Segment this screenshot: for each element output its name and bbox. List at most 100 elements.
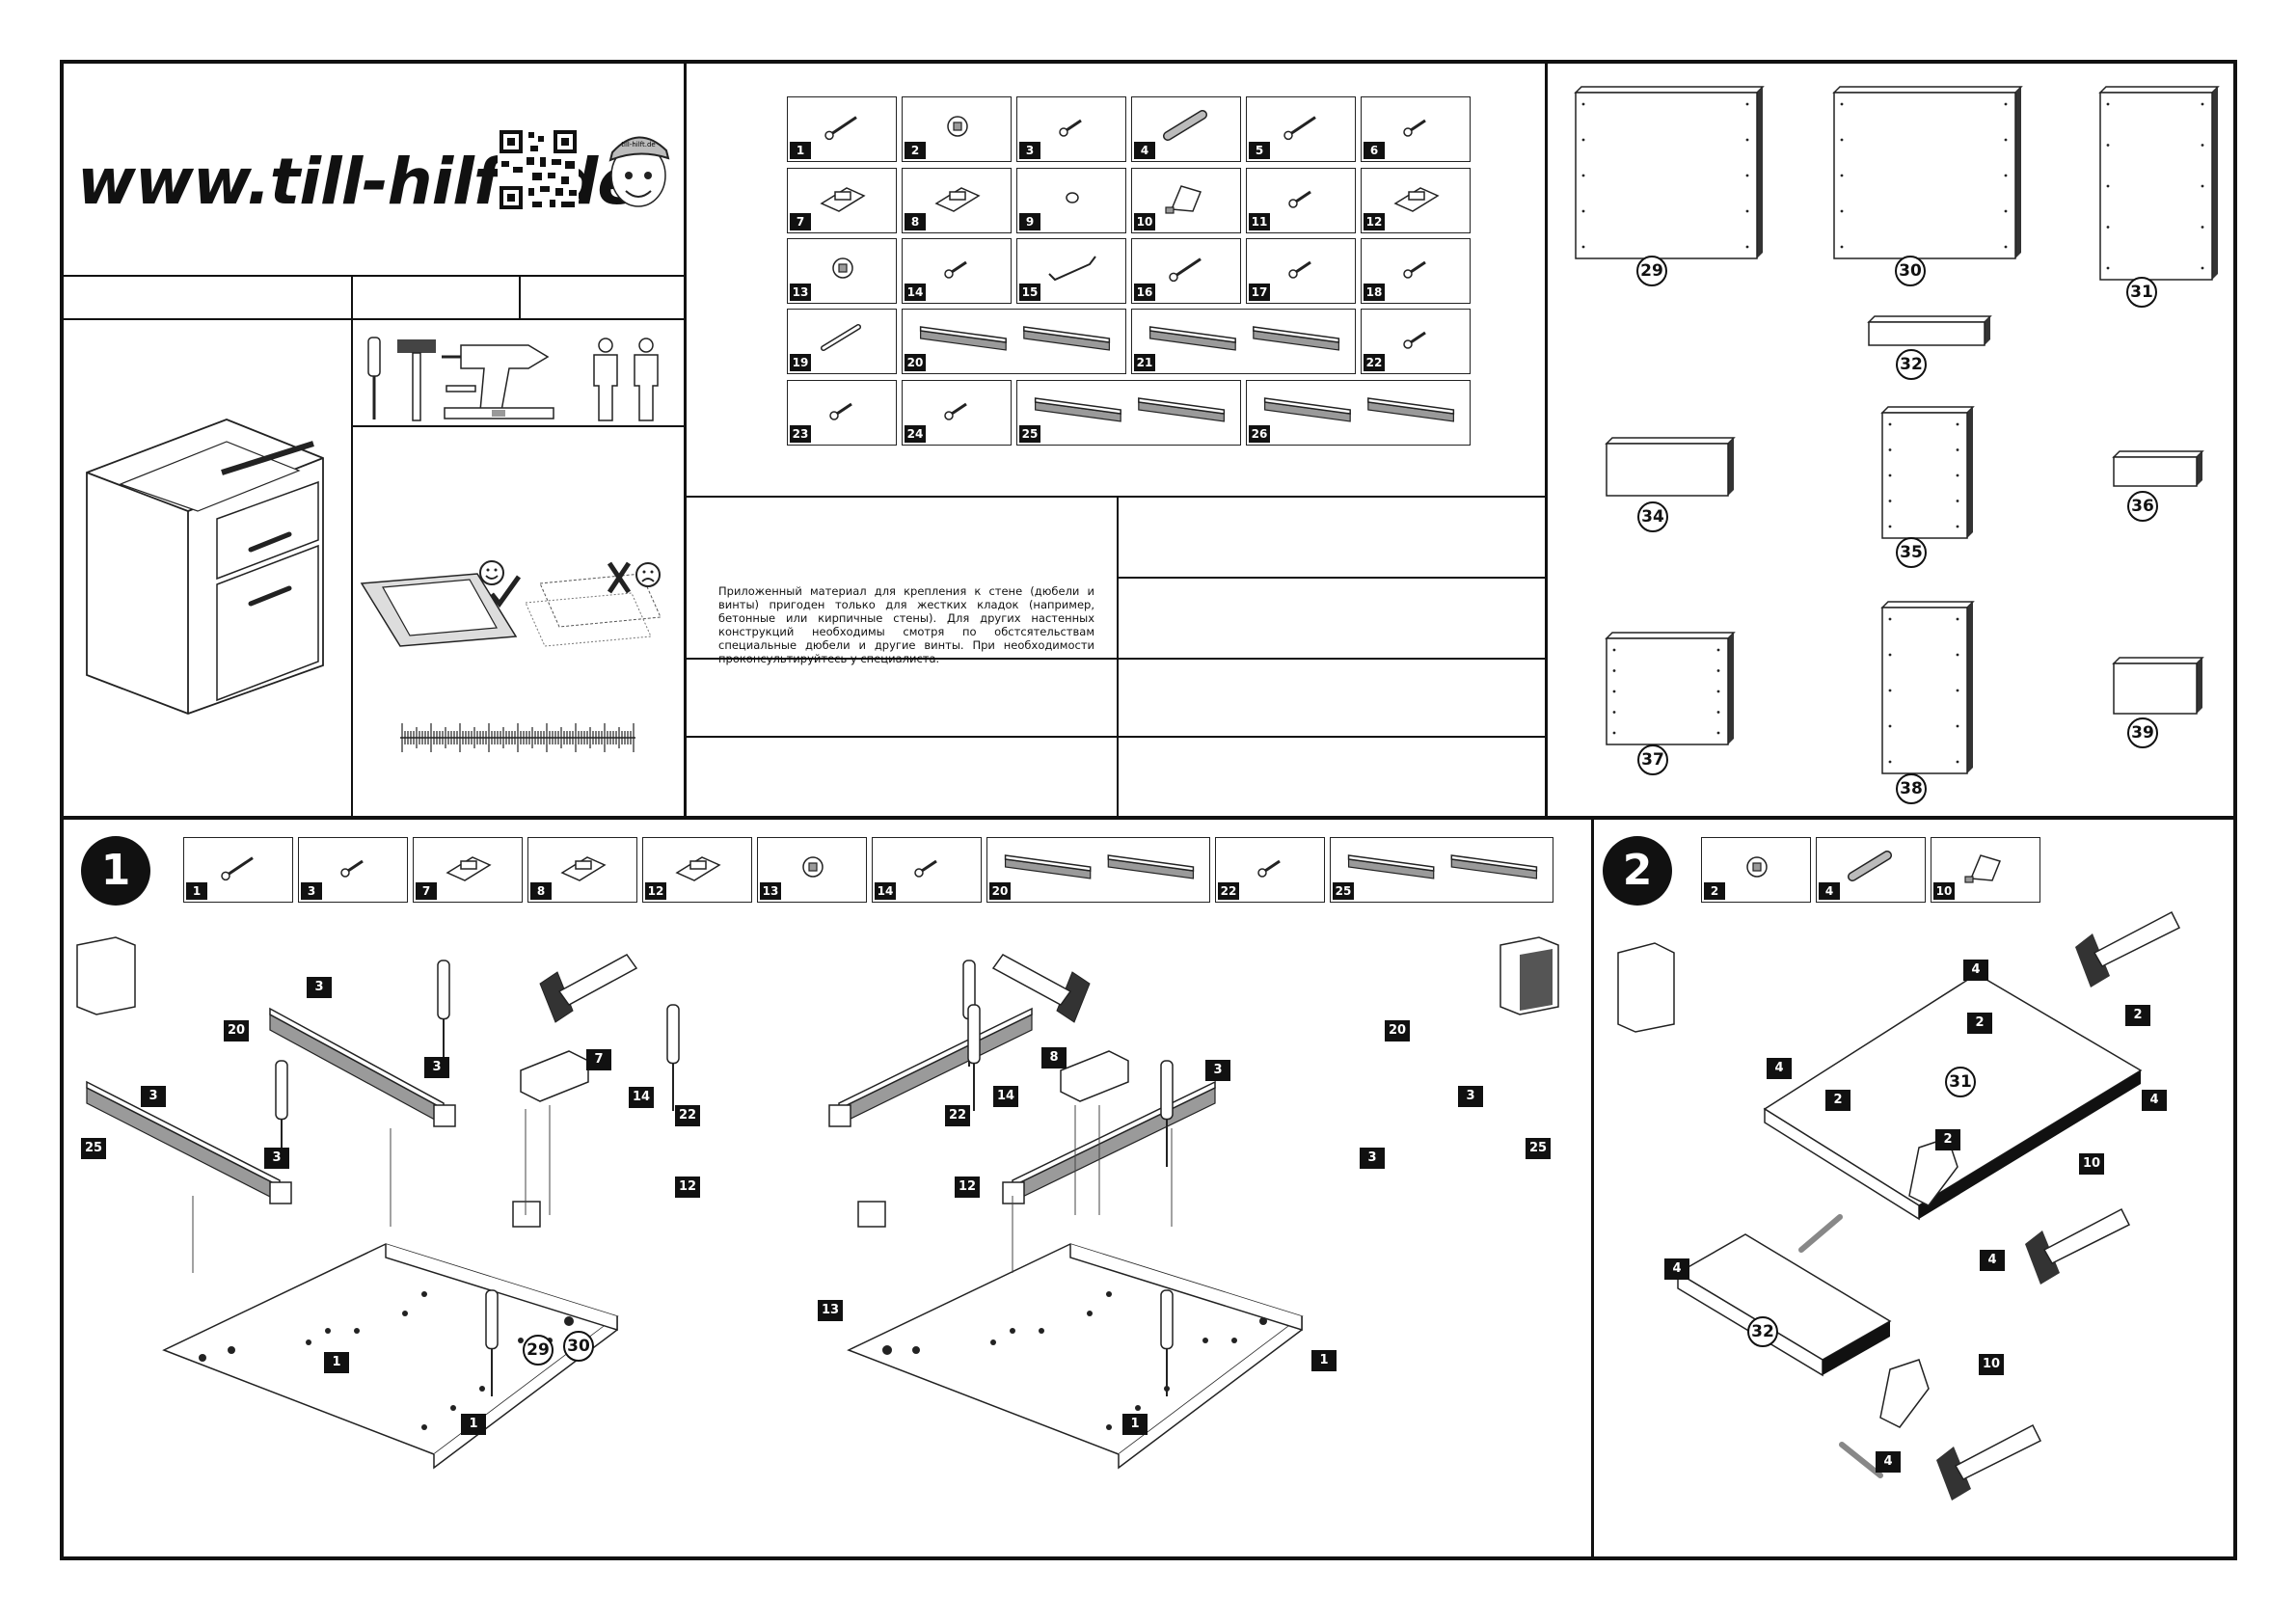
part-number-badge: 24	[905, 425, 926, 443]
drawer-rail-icon	[1034, 397, 1226, 422]
callout-13: 13	[818, 1300, 843, 1321]
step-1-part-20: 20	[986, 837, 1210, 903]
hardware-part-11: 11	[1246, 168, 1356, 233]
hardware-part-2: 2	[902, 96, 1012, 162]
hardware-part-5: 5	[1246, 96, 1356, 162]
screw-icon	[829, 402, 852, 420]
screw-icon	[1403, 331, 1426, 349]
hammer-icon	[397, 339, 436, 421]
callout-10: 10	[1979, 1354, 2004, 1375]
glue-tube-icon	[1165, 185, 1202, 214]
part-number-badge: 2	[1704, 882, 1725, 900]
qr-code-icon	[498, 128, 579, 211]
part-number-badge: 19	[790, 354, 811, 371]
part-number-badge: 13	[760, 882, 781, 900]
callout-3: 3	[424, 1057, 449, 1078]
rod-icon	[821, 324, 861, 351]
panel-number-35: 35	[1896, 537, 1927, 568]
callout-12: 12	[955, 1177, 980, 1198]
anchor-bolt-icon	[221, 856, 254, 881]
panel-32-shape	[1867, 315, 1992, 346]
step-1-part-7: 7	[413, 837, 523, 903]
drawer-rail-icon	[1148, 326, 1340, 351]
part-number-badge: 18	[1364, 284, 1385, 301]
part-number-badge: 7	[416, 882, 437, 900]
wooden-dowel-icon	[1848, 851, 1892, 881]
panel-35-shape	[1880, 406, 1975, 539]
callout-22: 22	[675, 1105, 700, 1126]
callout-4: 4	[1767, 1058, 1792, 1079]
step-1-part-22: 22	[1215, 837, 1325, 903]
angle-bracket-icon	[1393, 187, 1440, 212]
panel-38-shape	[1880, 601, 1975, 774]
hardware-part-21: 21	[1131, 309, 1356, 374]
hardware-part-8: 8	[902, 168, 1012, 233]
panel-number-29: 29	[1636, 256, 1667, 286]
part-number-badge: 20	[905, 354, 926, 371]
panel-number-31: 31	[2126, 277, 2157, 308]
step-1-part-13: 13	[757, 837, 867, 903]
callout-20: 20	[1385, 1020, 1410, 1041]
callout-4: 4	[1876, 1451, 1901, 1473]
hardware-part-15: 15	[1016, 238, 1126, 304]
callout-1: 1	[461, 1414, 486, 1435]
hanger-bracket-icon	[560, 856, 607, 881]
screw-icon	[944, 260, 967, 279]
part-number-badge: 16	[1134, 284, 1155, 301]
step-2-assembly-drawing	[1617, 910, 2181, 1501]
part-number-badge: 4	[1819, 882, 1840, 900]
panel-number-37: 37	[1637, 744, 1668, 775]
panel-number-32: 32	[1747, 1316, 1778, 1347]
divider	[1591, 816, 1594, 1560]
panel-number-34: 34	[1637, 501, 1668, 532]
panel-31-shape	[2098, 86, 2220, 281]
part-number-badge: 9	[1019, 213, 1040, 230]
panel-number-39: 39	[2127, 717, 2158, 748]
wall-plug-icon	[1403, 119, 1426, 137]
hardware-part-26: 26	[1246, 380, 1471, 446]
surface-hint-illustration	[360, 573, 662, 647]
callout-3: 3	[1360, 1148, 1385, 1169]
drawer-rail-icon	[1347, 854, 1538, 879]
part-number-badge: 1	[186, 882, 207, 900]
divider	[519, 275, 521, 319]
callout-1: 1	[324, 1352, 349, 1373]
smiley-check-icon	[479, 560, 522, 609]
callout-4: 4	[2142, 1090, 2167, 1111]
part-number-badge: 14	[875, 882, 896, 900]
panel-number-30: 30	[1895, 256, 1926, 286]
callout-25: 25	[1526, 1138, 1551, 1159]
hardware-part-22: 22	[1361, 309, 1471, 374]
glue-tube-icon	[1964, 854, 2002, 883]
callout-4: 4	[1963, 960, 1988, 981]
callout-2: 2	[1967, 1013, 1992, 1034]
part-number-badge: 6	[1364, 142, 1385, 159]
step-1-part-14: 14	[872, 837, 982, 903]
cap-icon	[1066, 192, 1079, 203]
two-persons-icon	[593, 338, 659, 421]
step-1-part-3: 3	[298, 837, 408, 903]
part-number-badge: 7	[790, 213, 811, 230]
part-number-badge: 13	[790, 284, 811, 301]
part-number-badge: 1	[790, 142, 811, 159]
drill-icon	[442, 344, 550, 412]
callout-22: 22	[945, 1105, 970, 1126]
hardware-part-25: 25	[1016, 380, 1241, 446]
ruler-scale	[400, 723, 635, 752]
callout-7: 7	[586, 1049, 611, 1070]
drawer-rail-icon	[1004, 854, 1195, 879]
sheet-border	[60, 60, 2237, 1560]
hanger-bracket-icon	[934, 187, 981, 212]
handle-screw-icon	[944, 402, 967, 420]
divider	[685, 736, 1546, 738]
divider	[685, 658, 1546, 660]
panel-number-32: 32	[1896, 349, 1927, 380]
hardware-part-9: 9	[1016, 168, 1126, 233]
hardware-part-10: 10	[1131, 168, 1241, 233]
step-2-part-10: 10	[1931, 837, 2040, 903]
wooden-dowel-icon	[1163, 110, 1207, 141]
part-number-badge: 8	[530, 882, 552, 900]
callout-14: 14	[993, 1086, 1018, 1107]
callout-2: 2	[2125, 1005, 2150, 1026]
part-number-badge: 25	[1019, 425, 1040, 443]
